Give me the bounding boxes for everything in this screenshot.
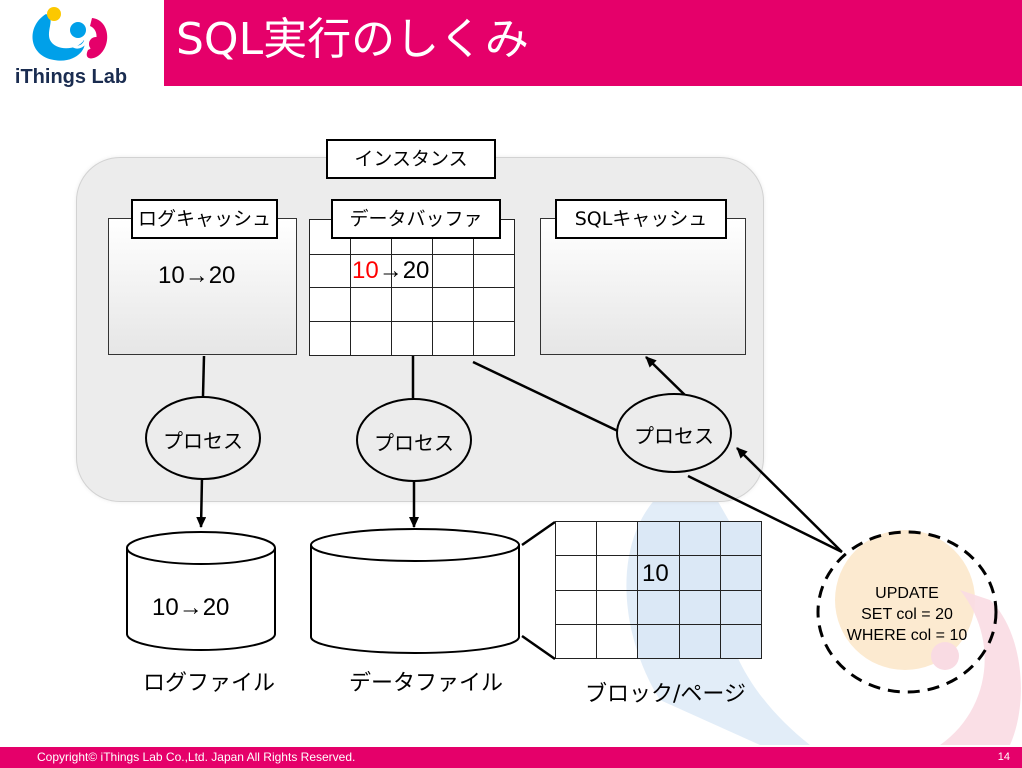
- block-grid: [554, 520, 763, 660]
- log-file-value: 10→20: [152, 594, 230, 621]
- new-value: →20: [378, 257, 430, 284]
- old-value: 10: [352, 257, 379, 284]
- page-number: 14: [997, 751, 1010, 763]
- logo-icon: [32, 7, 108, 61]
- block-connector-bottom: [521, 634, 556, 661]
- buffer-to-process-line: [472, 360, 621, 434]
- sql-line-3: WHERE col = 10: [846, 627, 968, 644]
- log-cache-value: 10→20: [158, 262, 236, 289]
- data-process-label: プロセス: [374, 431, 454, 455]
- sql-to-process-arrow: [736, 447, 843, 553]
- logo: [26, 4, 116, 66]
- block-value: 10: [642, 560, 669, 587]
- logo-text: iThings Lab: [14, 66, 128, 88]
- log-process-ellipse: [145, 396, 261, 480]
- block-connector-top: [521, 520, 556, 547]
- data-process-ellipse: [356, 398, 472, 482]
- sql-statement: UPDATE SET col = 20 WHERE col = 10: [820, 583, 994, 646]
- data-buffer-label: データバッファ: [331, 199, 501, 239]
- log-cache-line: [201, 355, 206, 397]
- log-cache-label: ログキャッシュ: [131, 199, 278, 239]
- page-title: SQL実行のしくみ: [176, 14, 529, 65]
- log-process-label: プロセス: [163, 429, 243, 453]
- log-write-arrow: [196, 476, 207, 528]
- log-cache-box: [108, 218, 297, 355]
- sql-line-2: SET col = 20: [861, 606, 953, 623]
- footer-copyright: Copyright© iThings Lab Co.,Ltd. Japan Al…: [37, 750, 356, 764]
- process-to-sql-line: [687, 474, 843, 554]
- title-bar: [164, 0, 1022, 86]
- sql-process-label: プロセス: [634, 424, 714, 448]
- instance-label: インスタンス: [326, 139, 496, 179]
- log-file-caption: ログファイル: [143, 671, 276, 696]
- footer-bar: Copyright© iThings Lab Co.,Ltd. Japan Al…: [0, 747, 1022, 768]
- data-buffer-value: 10→20: [352, 257, 429, 285]
- sql-cache-label: SQLキャッシュ: [555, 199, 727, 239]
- sql-line-1: UPDATE: [875, 585, 939, 602]
- process-to-sql-cache-arrow: [645, 356, 691, 401]
- log-file-cylinder: [126, 531, 276, 651]
- data-file-cylinder: [310, 528, 520, 654]
- block-caption: ブロック/ページ: [585, 682, 746, 707]
- data-file-caption: データファイル: [349, 671, 504, 696]
- sql-process-ellipse: [616, 393, 732, 473]
